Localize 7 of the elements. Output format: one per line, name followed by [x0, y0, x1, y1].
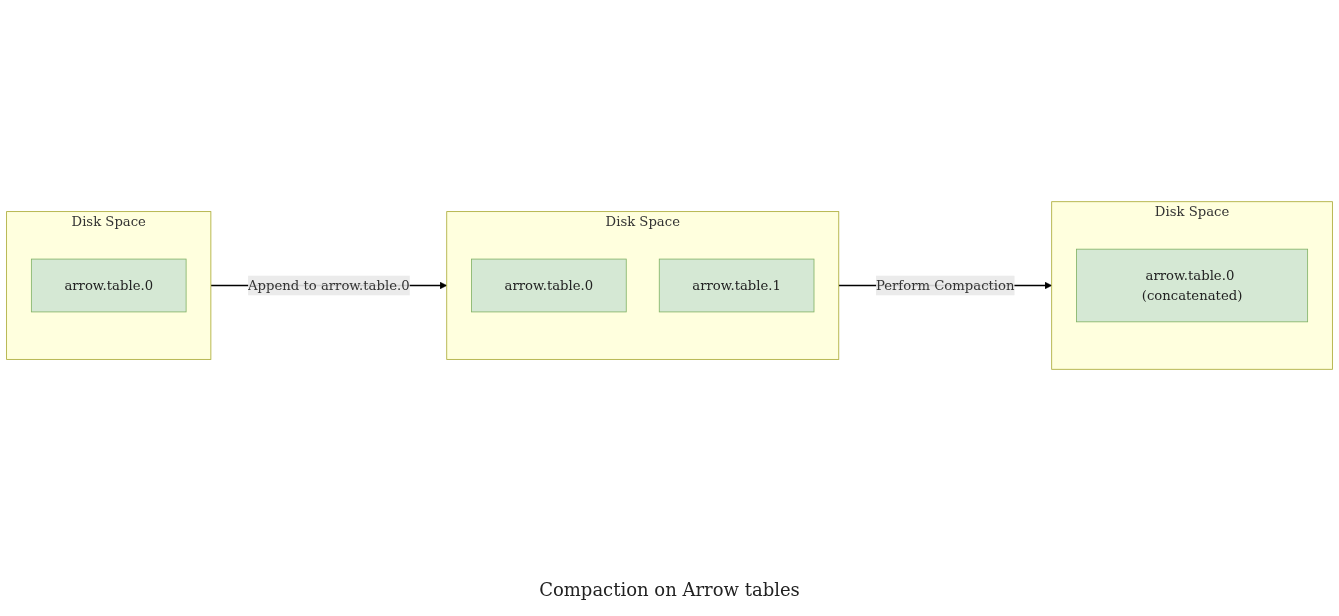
- caption: Compaction on Arrow tables: [539, 578, 800, 602]
- edge-label: Perform Compaction: [875, 277, 1015, 293]
- node-box: arrow.table.0 (concatenated): [1076, 248, 1309, 323]
- node-box: arrow.table.1: [658, 258, 815, 313]
- node-box: arrow.table.0: [471, 258, 627, 313]
- node-box: arrow.table.0: [30, 258, 187, 313]
- edge-label: Append to arrow.table.0: [248, 277, 410, 293]
